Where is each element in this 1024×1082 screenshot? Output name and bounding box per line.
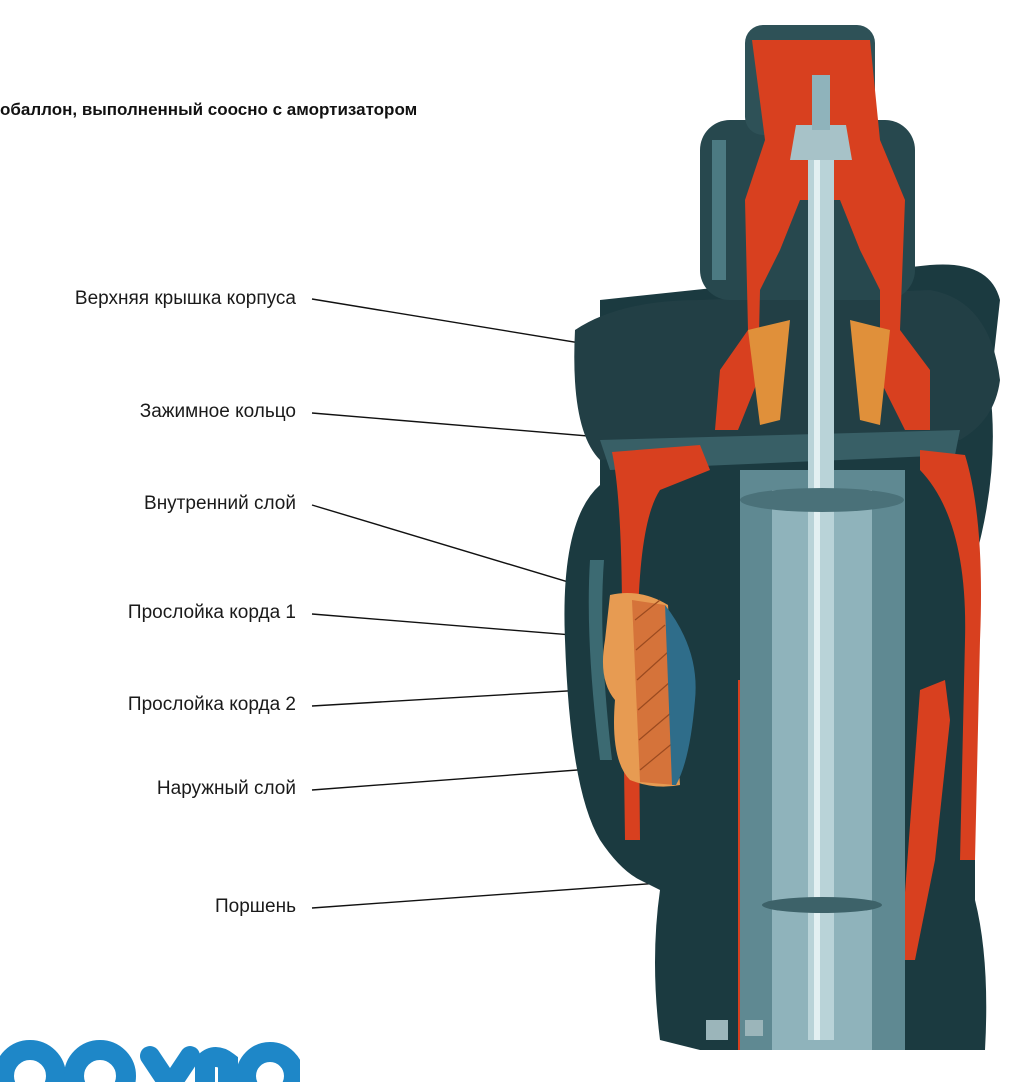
logo-letter-3 <box>150 1056 190 1082</box>
leader-outer-layer <box>312 768 604 790</box>
logo-letter-4 <box>205 1057 228 1082</box>
upper-cover-part <box>574 290 1000 470</box>
label-outer-layer: Наружный слой <box>0 778 296 800</box>
fitting-right <box>745 1020 763 1036</box>
rod-nut <box>790 125 852 160</box>
label-cord-layer-2: Прослойка корда 2 <box>0 694 296 716</box>
leader-piston <box>312 883 660 908</box>
lower-ring <box>762 897 882 913</box>
fitting-left <box>706 1020 728 1040</box>
logo-letter-5 <box>246 1052 294 1082</box>
logo-letter-1 <box>4 1050 56 1082</box>
rod-thread <box>812 75 830 130</box>
label-inner-layer: Внутренний слой <box>0 493 296 515</box>
top-mount-sheen <box>712 140 726 280</box>
label-cord-layer-1: Прослойка корда 1 <box>0 602 296 624</box>
logo-letter-2 <box>74 1050 126 1082</box>
label-upper-cover: Верхняя крышка корпуса <box>0 288 296 310</box>
seal-ring <box>740 488 904 512</box>
label-piston: Поршень <box>0 896 296 918</box>
label-clamp-ring: Зажимное кольцо <box>0 401 296 423</box>
brand-logo <box>0 1026 300 1082</box>
